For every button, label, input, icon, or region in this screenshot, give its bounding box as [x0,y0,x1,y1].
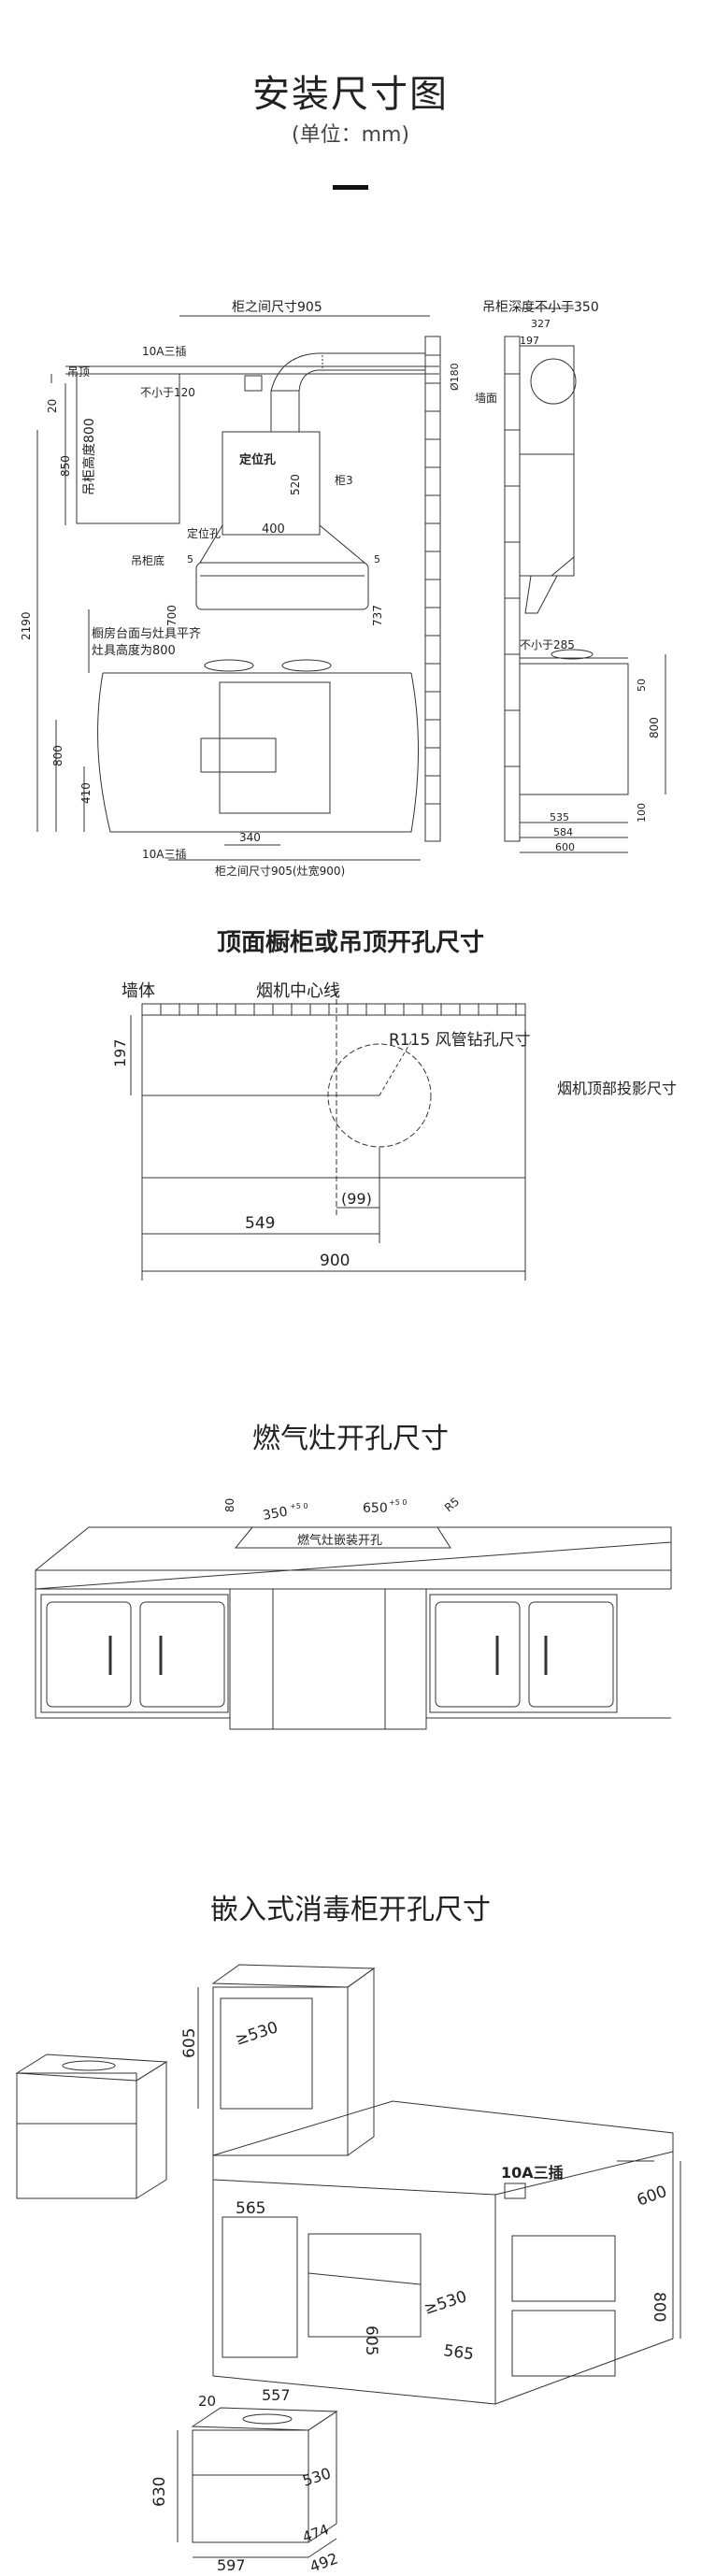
dim-327: 327 [531,318,551,330]
dim-530-bottom: 530 [300,2464,333,2490]
dim-600: 600 [555,841,575,853]
dim-600: 600 [635,2182,669,2211]
top-opening-diagram: 墙体 烟机中心线 R115 风管钻孔尺寸 烟机顶部投影尺寸 197 (99) 5… [111,981,677,1281]
dim-565-mid: 565 [442,2341,475,2364]
unit-note: (单位：mm) [291,123,410,147]
dim-520: 520 [289,474,302,495]
stove-opening-diagram: 80 350 +5 0 650 +5 0 R5 燃气灶嵌装开孔 [35,1495,672,1730]
dim-5b: 5 [374,553,380,565]
dim-197: 197 [520,335,539,347]
dim-557: 557 [262,2386,291,2404]
projection-label: 烟机顶部投影尺寸 [557,1080,677,1097]
dim-650-tolerance: +5 0 [389,1498,407,1507]
min285-label: 不小于285 [520,638,575,651]
dim-800: 800 [650,2292,668,2322]
dim-700: 700 [165,605,179,626]
dim-340: 340 [239,831,261,844]
dim-410: 410 [79,782,93,804]
page-title: 安装尺寸图 [252,73,449,116]
section-title-stove-opening: 燃气灶开孔尺寸 [252,1423,449,1455]
dim-474: 474 [300,2521,331,2546]
dim-549: 549 [245,1214,275,1233]
dim-180: Ø180 [449,363,461,391]
installation-dimension-diagram: 柜之间尺寸905 吊柜深度不小于350 吊顶 10A三插 不小于120 吊柜高度… [20,300,666,878]
dim-605-top: 605 [180,2028,199,2058]
dim-r5: R5 [442,1495,462,1514]
hood-centerline-label: 烟机中心线 [256,981,340,1001]
min120-label: 不小于120 [140,386,195,399]
dim-400: 400 [262,522,285,537]
cabinet-between-2-label: 柜之间尺寸905(灶宽900) [215,864,345,878]
wall-label: 墙面 [475,392,497,405]
dim-5a: 5 [187,553,193,565]
hang-depth-label: 吊柜深度不小于350 [482,300,599,315]
title-divider [333,185,368,190]
dim-100: 100 [636,803,648,823]
dim-350: 350 [262,1505,289,1524]
cabinet-between-label: 柜之间尺寸905 [232,300,322,315]
dim-900: 900 [320,1252,350,1270]
section-title-disinfection-cabinet: 嵌入式消毒柜开孔尺寸 [210,1894,491,1926]
counter-note-2: 灶具高度为800 [92,643,176,658]
locate-hole-1: 定位孔 [238,452,276,467]
dim-850: 850 [59,455,72,477]
dim-584: 584 [553,826,573,838]
dim-605-mid: 605 [362,2326,380,2355]
ceiling-label: 吊顶 [67,365,90,379]
dim-650: 650 [363,1501,388,1516]
socket-top-label: 10A三插 [142,345,186,358]
dim-197-top: 197 [111,1038,129,1067]
dim-99: (99) [341,1190,372,1208]
dim-20-bottom: 20 [198,2393,216,2410]
socket-bottom-label: 10A三插 [142,848,186,861]
dim-800-right: 800 [648,717,661,738]
dim-80: 80 [223,1498,236,1512]
cabinet3-label: 柜3 [335,474,353,487]
stove-cutout-label: 燃气灶嵌装开孔 [297,1533,382,1548]
wall-body-label: 墙体 [122,981,155,1001]
dim-800: 800 [51,745,64,766]
section-title-top-opening: 顶面橱柜或吊顶开孔尺寸 [216,929,484,957]
dim-50: 50 [636,679,648,692]
hang-bottom-label: 吊柜底 [131,553,165,567]
dim-737: 737 [371,605,384,626]
hang-height-label: 吊柜高度800 [81,418,97,495]
dim-20: 20 [46,399,59,413]
dim-530-top: ≥530 [233,2018,280,2049]
dim-530-mid: ≥530 [422,2287,469,2318]
dim-597: 597 [217,2556,246,2574]
dim-630: 630 [150,2477,169,2507]
dim-2190: 2190 [20,611,33,640]
socket-label: 10A三插 [501,2164,564,2182]
dim-492: 492 [308,2549,340,2575]
dim-535: 535 [550,811,569,823]
drill-hole-label: R115 风管钻孔尺寸 [389,1031,531,1050]
locate-hole-2: 定位孔 [187,526,221,540]
disinfection-cabinet-diagram: 605 ≥530 565 10A三插 600 800 605 ≥530 565 … [15,1964,681,2576]
dim-565-top: 565 [236,2199,265,2218]
counter-note-1: 橱房台面与灶具平齐 [92,626,201,641]
dim-350-tolerance: +5 0 [290,1502,308,1510]
